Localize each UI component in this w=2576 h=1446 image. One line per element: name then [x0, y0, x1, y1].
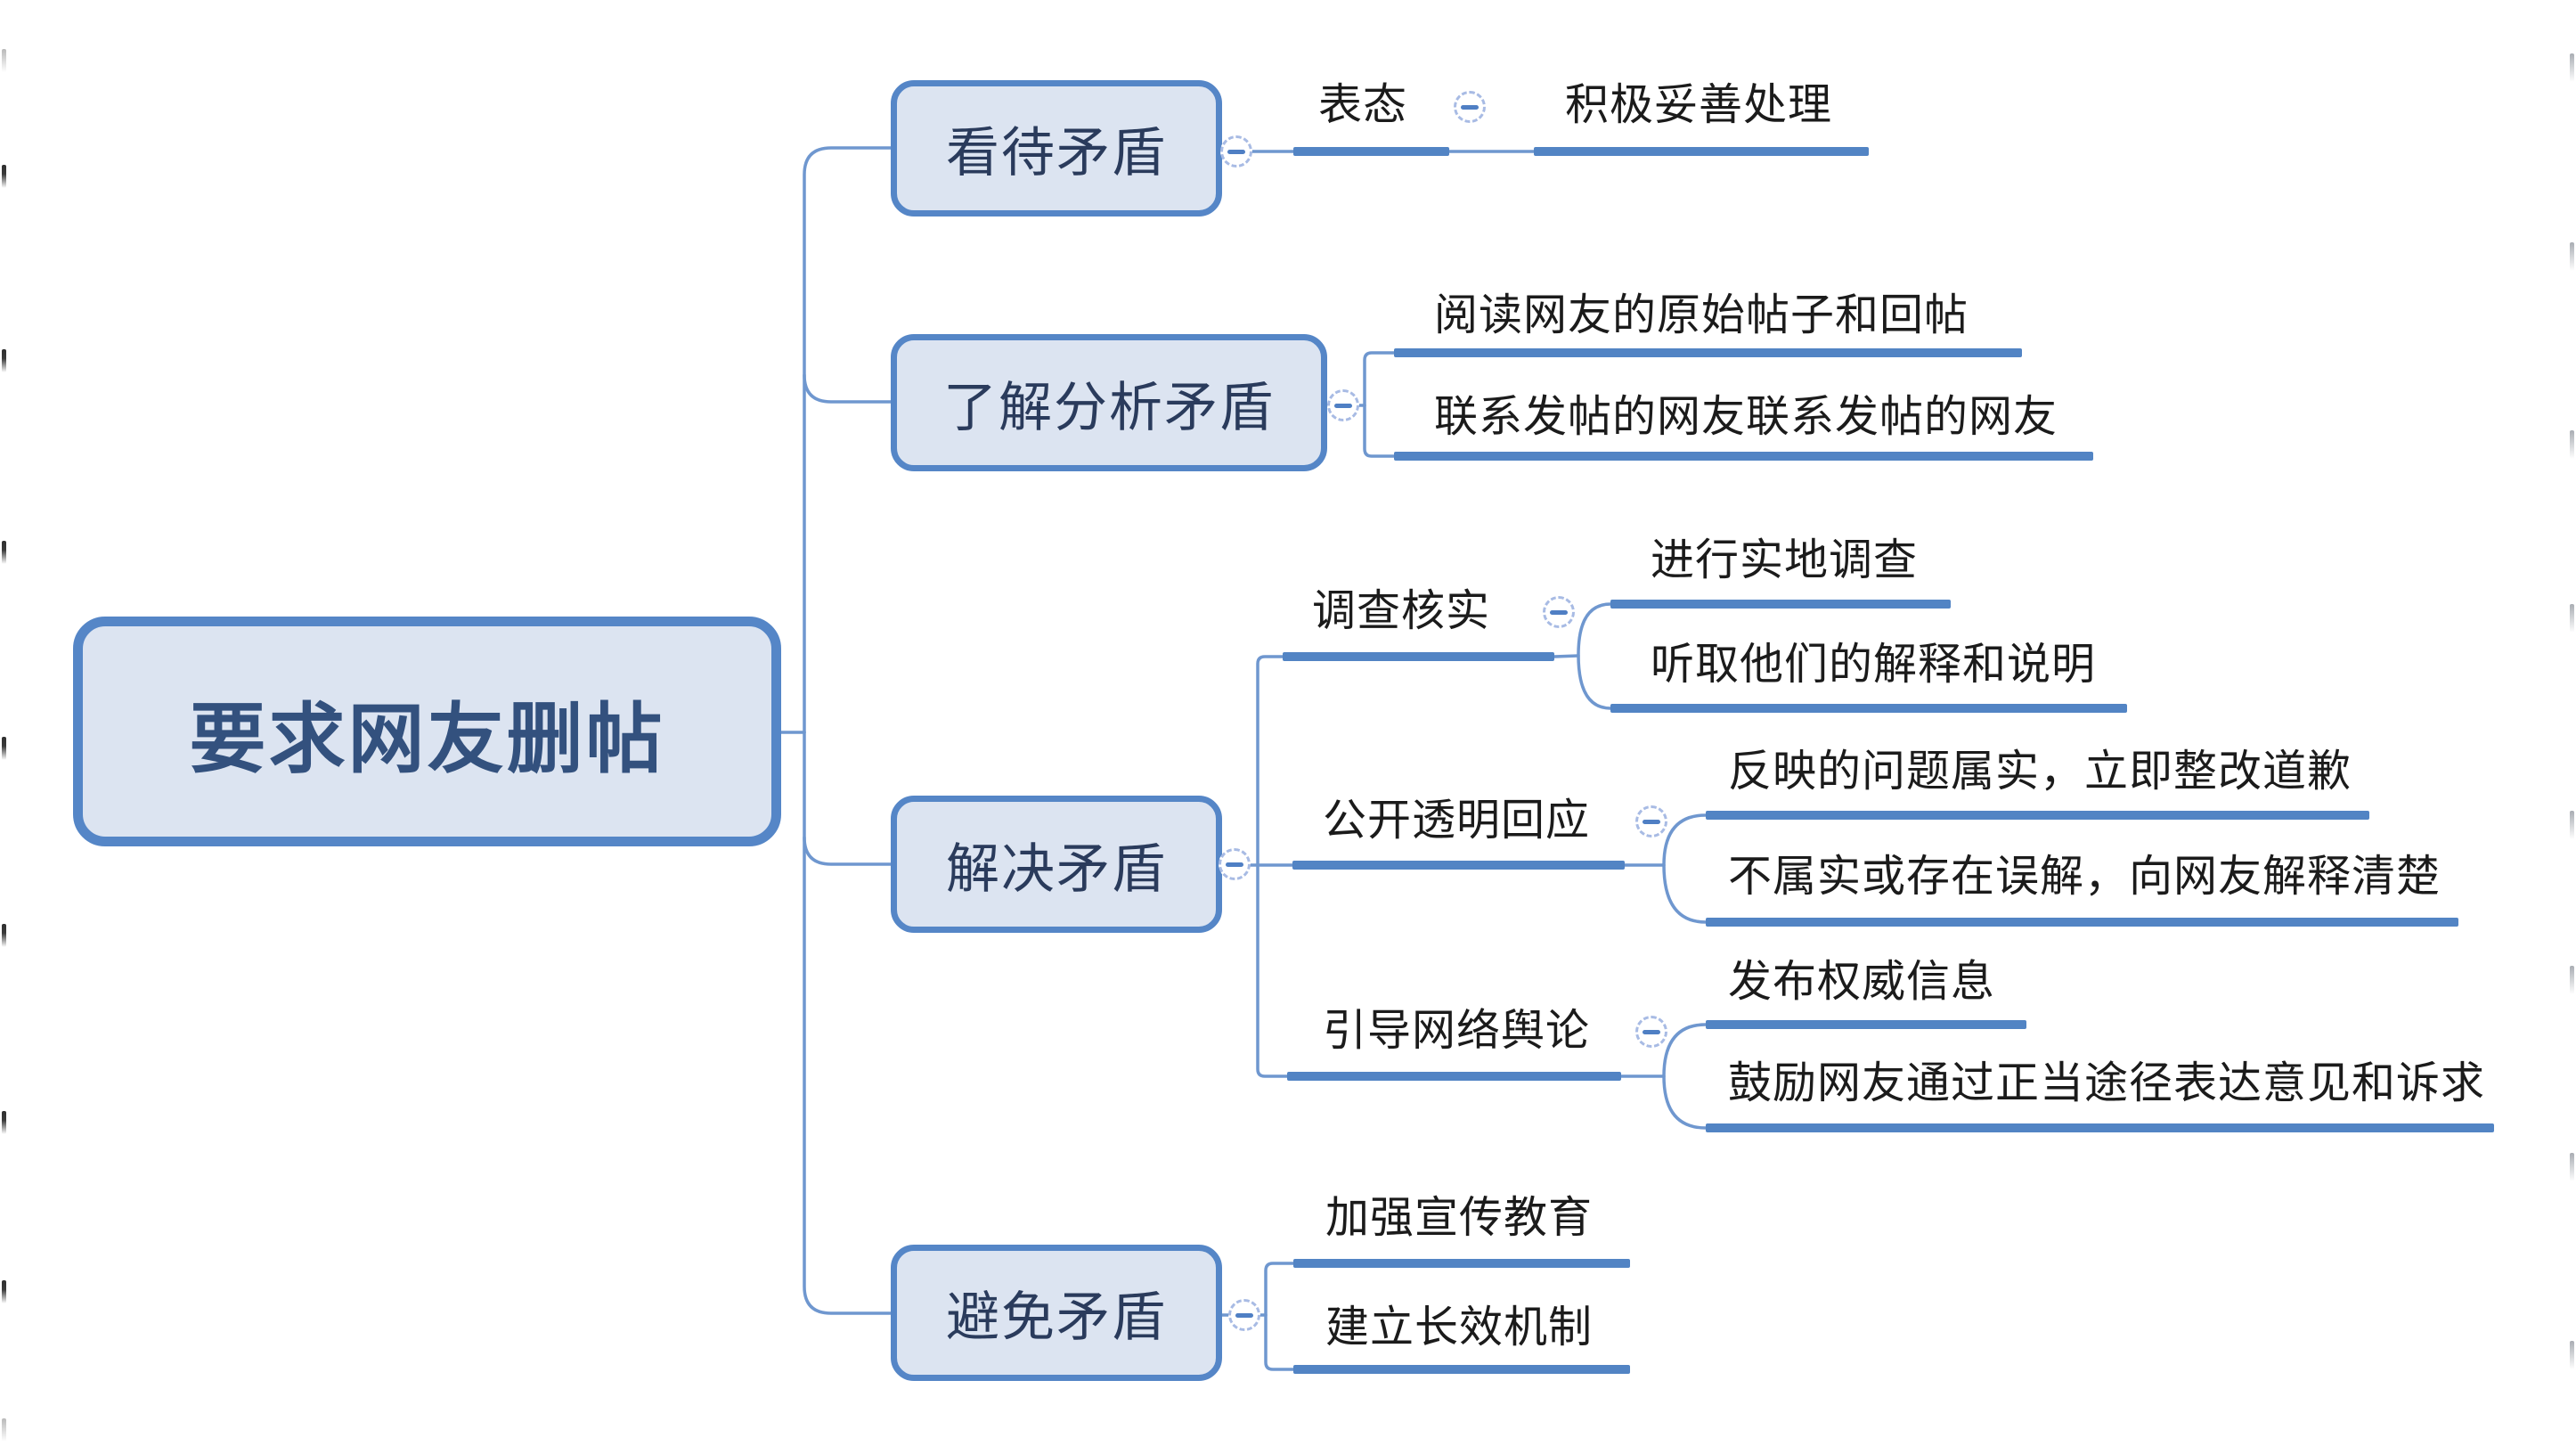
topic-quanwei-xinxi[interactable]: 发布权威信息 [1728, 958, 1996, 1006]
collapse-minus-icon-liaojie[interactable] [1327, 389, 1359, 421]
edge-tick [2, 737, 6, 760]
topic-tingqu[interactable]: 听取他们的解释和说明 [1651, 641, 2097, 689]
wire-trunk-branch4 [803, 731, 893, 1315]
topic-yuedu[interactable]: 阅读网友的原始帖子和回帖 [1434, 291, 1969, 339]
topic-jiaqiang-xuanchuan[interactable]: 加强宣传教育 [1325, 1194, 1594, 1242]
root-topic[interactable]: 要求网友删帖 [73, 617, 781, 846]
edge-tick [2570, 53, 2574, 82]
minus-bar [1227, 149, 1245, 154]
collapse-minus-icon-bimian[interactable] [1228, 1299, 1260, 1331]
wire-trunk-branch1 [803, 146, 893, 734]
topic-gongkai-huiying-underline [1292, 861, 1625, 870]
topic-biaotai-underline [1293, 147, 1449, 156]
collapse-minus-icon-yindao[interactable] [1635, 1016, 1667, 1048]
wire-gongkai-fork [1662, 813, 1708, 924]
topic-shidi-diaocha-underline [1610, 600, 1951, 609]
wire-b3-spine [1256, 655, 1289, 1078]
topic-jiji-chuli-underline [1534, 147, 1869, 156]
wire-trunk-branch2 [803, 373, 893, 404]
edge-tick [2570, 811, 2574, 839]
collapse-minus-icon-kandai[interactable] [1220, 135, 1252, 167]
edge-tick [2570, 1153, 2574, 1181]
topic-yuedu-underline [1394, 348, 2022, 357]
branch-topic-kandai[interactable]: 看待矛盾 [891, 80, 1222, 216]
edge-tick [2, 1280, 6, 1303]
edge-tick [2570, 1341, 2574, 1369]
wire-diaocha-fork [1577, 602, 1612, 710]
topic-fanying-shushi-underline [1706, 811, 2369, 820]
topic-fanying-shushi[interactable]: 反映的问题属实，立即整改道歉 [1728, 748, 2352, 796]
topic-tingqu-underline [1610, 704, 2127, 713]
topic-changxiao-jizhi[interactable]: 建立长效机制 [1325, 1303, 1594, 1352]
collapse-minus-icon-diaocha[interactable] [1543, 596, 1575, 628]
topic-bushushi-underline [1706, 918, 2458, 927]
branch-topic-liaojie[interactable]: 了解分析矛盾 [891, 334, 1327, 471]
branch-topic-label: 避免矛盾 [946, 1287, 1167, 1347]
edge-tick [2570, 242, 2574, 271]
edge-tick [2, 165, 6, 188]
edge-tick [2, 924, 6, 947]
topic-guli-wangyou-underline [1706, 1123, 2494, 1132]
minus-bar [1226, 862, 1243, 867]
minus-bar [1461, 104, 1479, 110]
topic-jiaqiang-xuanchuan-underline [1293, 1259, 1630, 1268]
topic-diaocha-heshi-underline [1283, 652, 1554, 661]
collapse-minus-icon-jiejue[interactable] [1219, 848, 1251, 880]
branch-topic-bimian[interactable]: 避免矛盾 [891, 1245, 1222, 1381]
edge-tick [2570, 966, 2574, 994]
wire-diaocha-tail [1553, 654, 1580, 658]
topic-quanwei-xinxi-underline [1706, 1020, 2026, 1029]
collapse-minus-icon-biaotai[interactable] [1454, 91, 1486, 123]
minus-bar [1235, 1312, 1253, 1318]
topic-lianxi-underline [1394, 452, 2093, 461]
wire-b2-fork [1363, 351, 1396, 458]
wire-trunk-branch3 [803, 836, 893, 866]
branch-topic-label: 看待矛盾 [946, 123, 1167, 183]
collapse-minus-icon-gongkai[interactable] [1635, 805, 1667, 837]
topic-shidi-diaocha[interactable]: 进行实地调查 [1651, 536, 1919, 584]
topic-yindao-yulun[interactable]: 引导网络舆论 [1323, 1007, 1591, 1055]
minus-bar [1334, 403, 1352, 408]
edge-tick [2, 349, 6, 372]
minus-bar [1550, 609, 1568, 615]
root-topic-label: 要求网友删帖 [189, 696, 665, 782]
edge-tick [2, 541, 6, 564]
topic-biaotai[interactable]: 表态 [1318, 81, 1408, 129]
branch-topic-label: 了解分析矛盾 [943, 377, 1275, 437]
edge-tick [2570, 430, 2574, 459]
topic-bushushi[interactable]: 不属实或存在误解，向网友解释清楚 [1728, 853, 2441, 901]
wire-yindao-fork [1662, 1023, 1708, 1130]
topic-yindao-yulun-underline [1287, 1072, 1621, 1081]
topic-changxiao-jizhi-underline [1293, 1365, 1630, 1374]
topic-jiji-chuli[interactable]: 积极妥善处理 [1565, 81, 1833, 129]
edge-tick [2, 49, 6, 72]
edge-tick [2570, 604, 2574, 633]
topic-lianxi[interactable]: 联系发帖的网友联系发帖的网友 [1434, 393, 2058, 441]
edge-tick [2, 1418, 6, 1442]
topic-diaocha-heshi[interactable]: 调查核实 [1312, 587, 1491, 635]
edge-tick [2, 1111, 6, 1134]
wire-b4-fork [1264, 1262, 1295, 1371]
minus-bar [1643, 819, 1660, 824]
minus-bar [1643, 1029, 1660, 1034]
topic-gongkai-huiying[interactable]: 公开透明回应 [1323, 797, 1591, 845]
branch-topic-label: 解决矛盾 [946, 838, 1167, 899]
topic-guli-wangyou[interactable]: 鼓励网友通过正当途径表达意见和诉求 [1728, 1059, 2486, 1107]
branch-topic-jiejue[interactable]: 解决矛盾 [891, 796, 1222, 933]
